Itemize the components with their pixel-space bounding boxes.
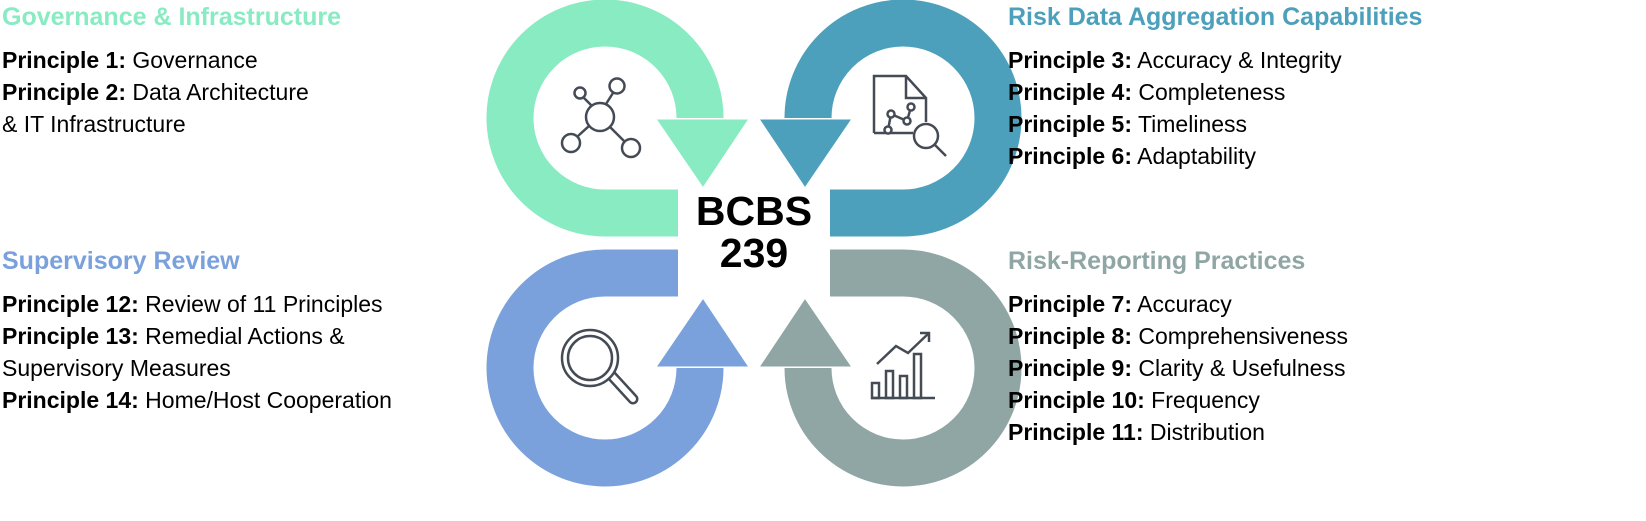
- governance-arrow: [510, 23, 747, 213]
- center-label-line2: 239: [719, 230, 789, 276]
- principle-item: Supervisory Measures: [2, 352, 392, 384]
- governance-title: Governance & Infrastructure: [2, 3, 341, 31]
- principle-name: Timeliness: [1137, 111, 1248, 137]
- principle-number: Principle 10:: [1008, 387, 1145, 413]
- principle-number: Principle 12:: [2, 291, 139, 317]
- principle-number: Principle 3:: [1008, 47, 1132, 73]
- network-icon: [560, 77, 642, 159]
- reporting-title: Risk-Reporting Practices: [1008, 247, 1306, 275]
- principle-item: Principle 11: Distribution: [1008, 416, 1348, 448]
- principle-item: Principle 5: Timeliness: [1008, 108, 1422, 140]
- principle-name: Supervisory Measures: [2, 355, 231, 381]
- principle-name: Home/Host Cooperation: [145, 387, 392, 413]
- principle-item: Principle 13: Remedial Actions &: [2, 320, 392, 352]
- principle-item: Principle 9: Clarity & Usefulness: [1008, 352, 1348, 384]
- principle-name: Comprehensiveness: [1138, 323, 1349, 349]
- principle-name: Governance: [132, 47, 258, 73]
- principle-item: Principle 6: Adaptability: [1008, 140, 1422, 172]
- reporting-arrow: [761, 273, 998, 463]
- principle-item: & IT Infrastructure: [2, 108, 341, 140]
- principle-name: Accuracy & Integrity: [1137, 47, 1342, 73]
- document-analysis-icon: [872, 74, 947, 157]
- bar-chart-trend-icon: [870, 331, 935, 400]
- principle-name: Clarity & Usefulness: [1138, 355, 1346, 381]
- principle-item: Principle 1: Governance: [2, 44, 341, 76]
- principle-name: Adaptability: [1137, 143, 1257, 169]
- aggregation-title: Risk Data Aggregation Capabilities: [1008, 3, 1423, 31]
- principle-item: Principle 10: Frequency: [1008, 384, 1348, 416]
- principle-name: & IT Infrastructure: [2, 111, 186, 137]
- principle-number: Principle 13:: [2, 323, 139, 349]
- governance-section: Governance & Infrastructure Principle 1:…: [2, 1, 341, 140]
- principle-number: Principle 9:: [1008, 355, 1132, 381]
- principle-item: Principle 4: Completeness: [1008, 76, 1422, 108]
- principle-item: Principle 2: Data Architecture: [2, 76, 341, 108]
- principle-name: Completeness: [1138, 79, 1286, 105]
- principle-item: Principle 8: Comprehensiveness: [1008, 320, 1348, 352]
- supervisory-section: Supervisory Review Principle 12: Review …: [2, 245, 392, 416]
- principle-number: Principle 1:: [2, 47, 126, 73]
- principle-item: Principle 7: Accuracy: [1008, 288, 1348, 320]
- principle-item: Principle 3: Accuracy & Integrity: [1008, 44, 1422, 76]
- principle-number: Principle 11:: [1008, 419, 1144, 445]
- principle-number: Principle 4:: [1008, 79, 1132, 105]
- principle-number: Principle 6:: [1008, 143, 1132, 169]
- reporting-section: Risk-Reporting Practices Principle 7: Ac…: [1008, 245, 1348, 448]
- principle-item: Principle 14: Home/Host Cooperation: [2, 384, 392, 416]
- principle-item: Principle 12: Review of 11 Principles: [2, 288, 392, 320]
- center-label-line1: BCBS: [695, 188, 813, 234]
- aggregation-section: Risk Data Aggregation Capabilities Princ…: [1008, 1, 1422, 172]
- principle-name: Remedial Actions &: [145, 323, 345, 349]
- principle-name: Distribution: [1149, 419, 1265, 445]
- principle-name: Review of 11 Principles: [145, 291, 383, 317]
- principle-number: Principle 7:: [1008, 291, 1132, 317]
- principle-name: Accuracy: [1137, 291, 1232, 317]
- principle-name: Frequency: [1151, 387, 1260, 413]
- supervisory-title: Supervisory Review: [2, 247, 240, 275]
- center-label: BCBS 239: [654, 190, 854, 274]
- principle-number: Principle 8:: [1008, 323, 1132, 349]
- aggregation-arrow: [761, 23, 998, 213]
- principle-number: Principle 5:: [1008, 111, 1132, 137]
- principle-name: Data Architecture: [132, 79, 309, 105]
- supervisory-arrow: [510, 273, 747, 463]
- principle-number: Principle 14:: [2, 387, 139, 413]
- principle-number: Principle 2:: [2, 79, 126, 105]
- magnifier-icon: [560, 328, 639, 405]
